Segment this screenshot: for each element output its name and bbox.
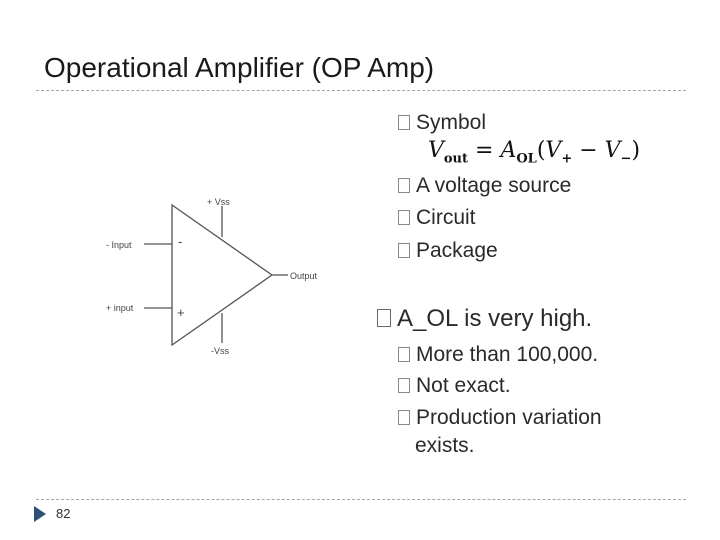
slide-title: Operational Amplifier (OP Amp) — [44, 52, 435, 83]
vss-neg-label: -Vss — [211, 346, 230, 356]
formula-vplus: V — [545, 138, 562, 163]
bullet-package-text: Package — [416, 239, 498, 262]
bullet-production-continuation: exists. — [415, 434, 475, 457]
bullet-package: Package — [398, 238, 498, 264]
bullet-more-than: More than 100,000. — [398, 342, 598, 368]
bullet-circuit-text: Circuit — [416, 206, 476, 229]
formula-vminus: V — [604, 138, 621, 163]
bullet-voltage-source-text: A voltage source — [416, 174, 572, 197]
formula-vplus-sub: + — [561, 151, 573, 167]
bullet-circuit: Circuit — [398, 205, 476, 231]
formula-a: A — [500, 138, 517, 163]
opamp-triangle — [171, 203, 274, 347]
bullet-voltage-source: A voltage source — [398, 173, 571, 199]
formula-open-paren: ( — [536, 138, 546, 163]
minus-input-label: - Input — [106, 240, 132, 250]
bullet-box-icon — [398, 410, 410, 425]
formula-vminus-sub: − — [620, 151, 632, 167]
bullet-aol-text: A_OL is very high. — [397, 305, 593, 332]
formula-minus: − — [579, 138, 598, 163]
bullet-box-icon — [398, 378, 410, 393]
bullet-production-text-1: Production variation — [416, 406, 602, 429]
bullet-symbol: Symbol — [398, 110, 486, 136]
bullet-not-exact: Not exact. — [398, 373, 511, 399]
bullet-box-icon — [377, 309, 391, 327]
bullet-symbol-text: Symbol — [416, 111, 487, 134]
bullet-box-icon — [398, 178, 410, 193]
formula-vout-sub: out — [443, 151, 469, 167]
vss-pos-label: + Vss — [207, 197, 230, 207]
output-label: Output — [290, 271, 318, 281]
formula-equals: = — [475, 138, 494, 163]
bullet-not-exact-text: Not exact. — [416, 374, 511, 397]
bullet-more-than-text: More than 100,000. — [416, 343, 599, 366]
opamp-symbol: + Vss -Vss - Input + input Output - + — [106, 197, 318, 356]
title-divider — [36, 90, 686, 91]
page-marker-icon — [34, 506, 46, 522]
non-inverting-sign: + — [177, 305, 185, 320]
formula-close-paren: ) — [631, 138, 641, 163]
footer-divider — [36, 499, 686, 500]
bullet-box-icon — [398, 347, 410, 362]
bullet-box-icon — [398, 115, 410, 130]
bullet-aol: A_OL is very high. — [377, 306, 592, 332]
bullet-box-icon — [398, 210, 410, 225]
plus-input-label: + input — [106, 303, 134, 313]
formula-vout: V — [428, 138, 444, 163]
opamp-formula: Vout = AOL(V+ − V−) — [428, 138, 640, 166]
bullet-box-icon — [398, 243, 410, 258]
page-number: 82 — [56, 506, 71, 521]
formula-a-sub: OL — [516, 151, 537, 167]
inverting-sign: - — [178, 234, 182, 249]
bullet-production: Production variation — [398, 405, 602, 431]
